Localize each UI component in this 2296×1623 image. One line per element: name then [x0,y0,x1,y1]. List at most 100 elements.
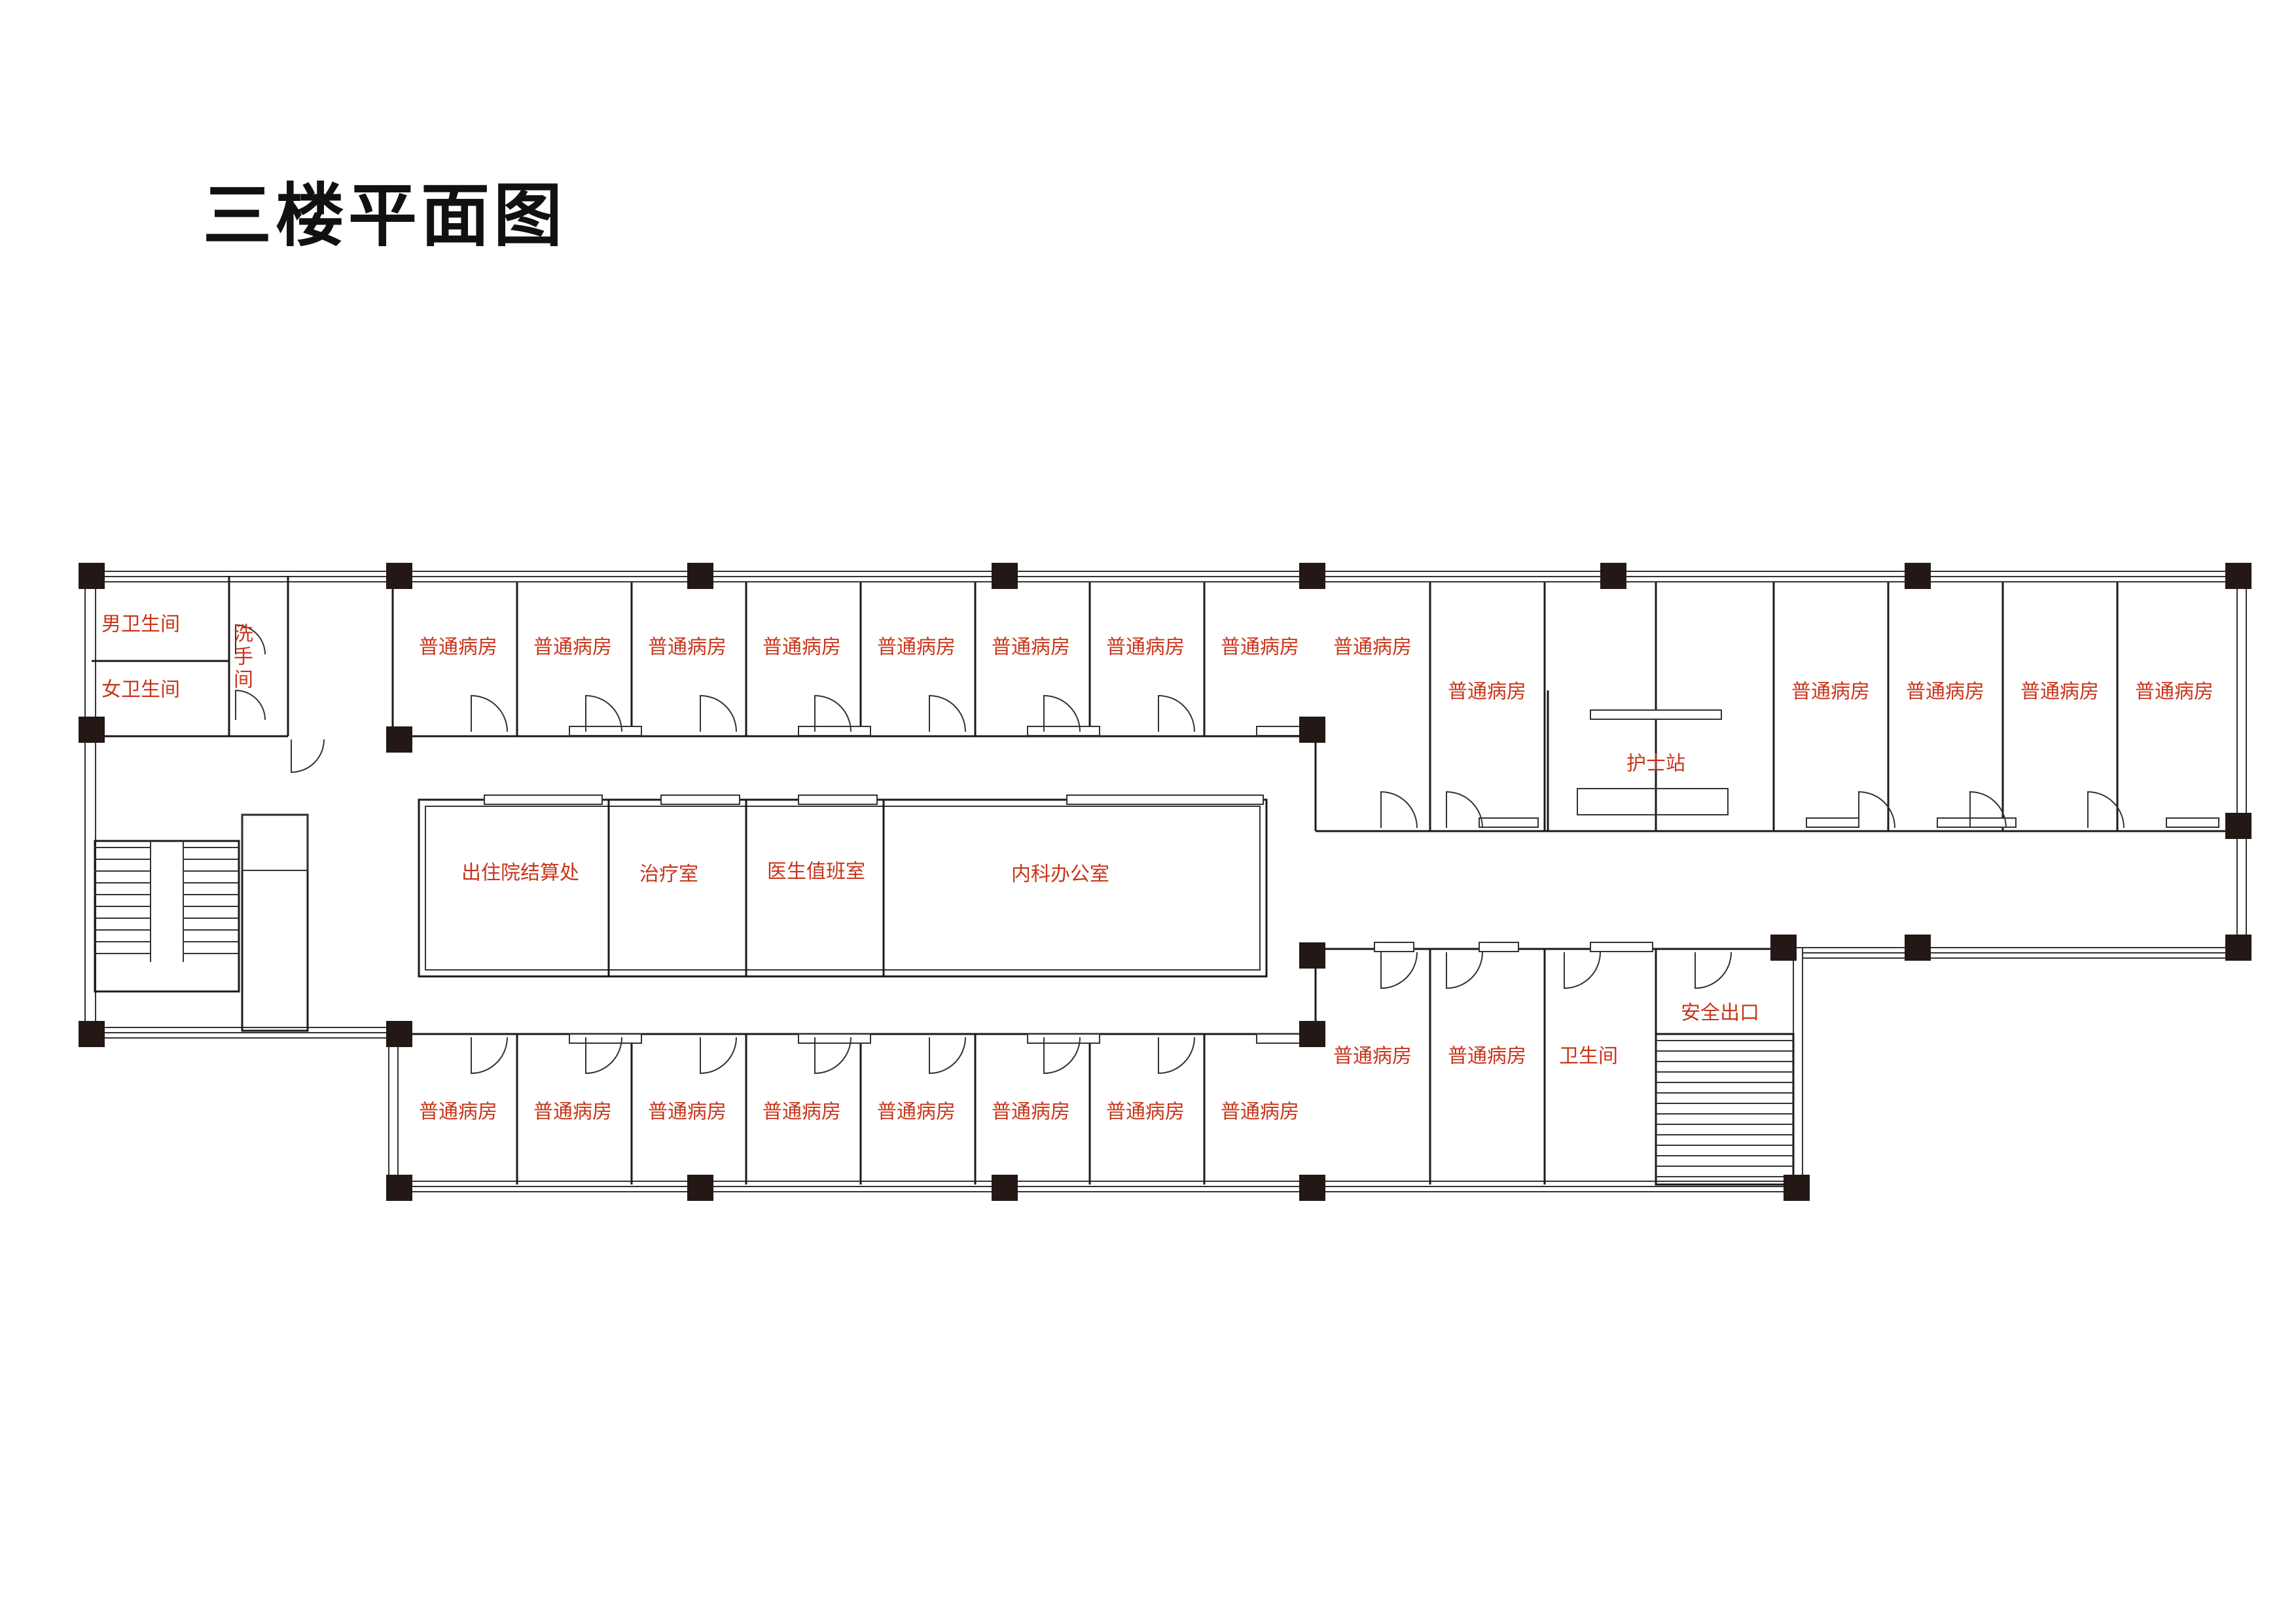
column [79,563,105,589]
column [386,1175,412,1201]
door-arc [1158,694,1195,732]
door-arc [814,1037,852,1075]
door-arc [929,1037,966,1075]
label-settlement: 出住院结算处 [461,862,579,885]
column [687,1175,713,1201]
label-ward: 普通病房 [762,1101,841,1124]
column [1905,935,1931,961]
label-ward: 普通病房 [1333,1045,1412,1068]
west-stair-treads [95,847,239,954]
column [386,563,412,589]
door-arc [585,1037,622,1075]
nurse-counter [1577,788,1729,815]
doors [235,624,2125,1075]
label-washroom-2: 手 [234,646,253,669]
page-title: 三楼平面图 [203,176,567,256]
label-safety-exit: 安全出口 [1681,1002,1759,1025]
label-ward: 普通病房 [1906,681,1984,704]
door-arc [814,694,852,732]
label-ward: 普通病房 [877,1101,956,1124]
door-arc [1380,952,1418,990]
door-arc [2087,791,2125,829]
door-arc [929,694,966,732]
window-panel [660,794,740,805]
column [79,1021,105,1047]
label-ward: 普通病房 [648,636,726,659]
structural-columns [79,563,2251,1201]
column [1299,1175,1325,1201]
label-ward: 普通病房 [1221,1101,1299,1124]
label-ward: 普通病房 [1448,681,1526,704]
door-arc [471,1037,508,1075]
label-ward: 普通病房 [1106,636,1185,659]
window-panel [1374,942,1414,952]
label-ward: 普通病房 [877,636,956,659]
label-ward: 普通病房 [992,636,1070,659]
window-panel [1027,1033,1100,1044]
column [992,1175,1018,1201]
column [386,1021,412,1047]
column [1299,563,1325,589]
room-partitions [484,582,2219,1185]
window-panel [1027,726,1100,736]
label-office: 内科办公室 [1011,863,1109,886]
label-washroom-3: 间 [234,669,253,692]
label-ward: 普通病房 [1448,1045,1526,1068]
label-ward: 普通病房 [1333,636,1412,659]
label-treatment: 治疗室 [639,863,698,886]
door-arc [471,694,508,732]
window-panel [1479,942,1519,952]
door-arc [1446,952,1483,990]
label-ward: 普通病房 [419,636,497,659]
window-panel [798,726,871,736]
door-arc [1695,952,1732,990]
label-ward: 普通病房 [419,1101,497,1124]
window-panel [798,794,878,805]
window-panel [569,726,642,736]
label-wc: 卫生间 [1559,1045,1618,1068]
column [1299,942,1325,969]
corridor-walls [92,576,2245,1186]
door-arc [585,694,622,732]
label-male-wc: 男卫生间 [101,613,180,636]
door-arc [1969,791,2007,829]
label-ward: 普通病房 [1221,636,1299,659]
window-panel [1590,942,1653,952]
door-arc [1446,791,1483,829]
door-arc [1564,952,1601,990]
window-panel [1806,817,1859,828]
label-ward: 普通病房 [648,1101,726,1124]
label-washroom-1: 洗 [234,623,253,646]
label-ward: 普通病房 [2135,681,2214,704]
column [1299,1021,1325,1047]
window-panel [2166,817,2219,828]
door-arc [1043,694,1081,732]
room-labels: 男卫生间 女卫生间 洗 手 间 出住院结算处 治疗室 医生值班室 内科办公室 护… [101,613,2214,1124]
label-ward: 普通病房 [533,1101,612,1124]
door-arc [1043,1037,1081,1075]
label-ward: 普通病房 [2020,681,2099,704]
door-arc [1158,1037,1195,1075]
label-ward: 普通病房 [992,1101,1070,1124]
door-arc [1380,791,1418,829]
window-panel [1479,817,1539,828]
outer-walls [84,571,2247,1192]
window-panel [798,1033,871,1044]
column [1905,563,1931,589]
column [2225,563,2251,589]
window-panel [1256,726,1303,736]
label-ward: 普通病房 [762,636,841,659]
door-arc [235,624,266,655]
door-arc [235,689,266,721]
label-duty: 医生值班室 [767,861,865,883]
column [1600,563,1626,589]
column [1784,1175,1810,1201]
window-panel [484,794,603,805]
window-panel [1066,794,1264,805]
column [79,717,105,743]
window-panel [569,1033,642,1044]
label-nurse-station: 护士站 [1626,753,1685,776]
door-arc [291,739,325,774]
door-arc [1858,791,1895,829]
